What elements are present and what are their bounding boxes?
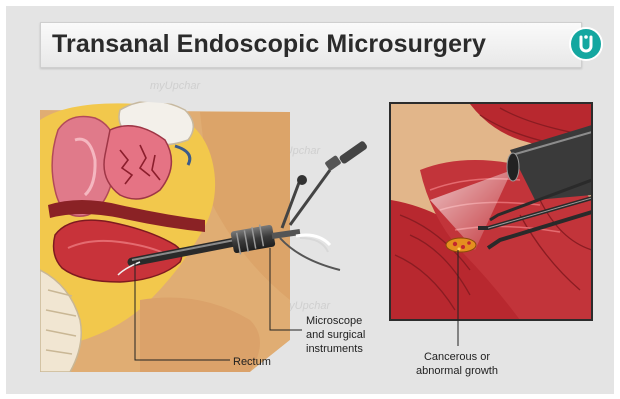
rectum-label: Rectum (233, 355, 293, 369)
cancer-label: Cancerous or abnormal growth (402, 350, 512, 378)
microscope-label: Microscope and surgical instruments (306, 314, 386, 356)
cancer-label-line: Cancerous or (402, 350, 512, 364)
cancer-label-line: abnormal growth (402, 364, 512, 378)
microscope-label-line: and surgical (306, 328, 386, 342)
microscope-label-line: Microscope (306, 314, 386, 328)
inset-illustration (390, 103, 592, 320)
microscope-label-line: instruments (306, 342, 386, 356)
